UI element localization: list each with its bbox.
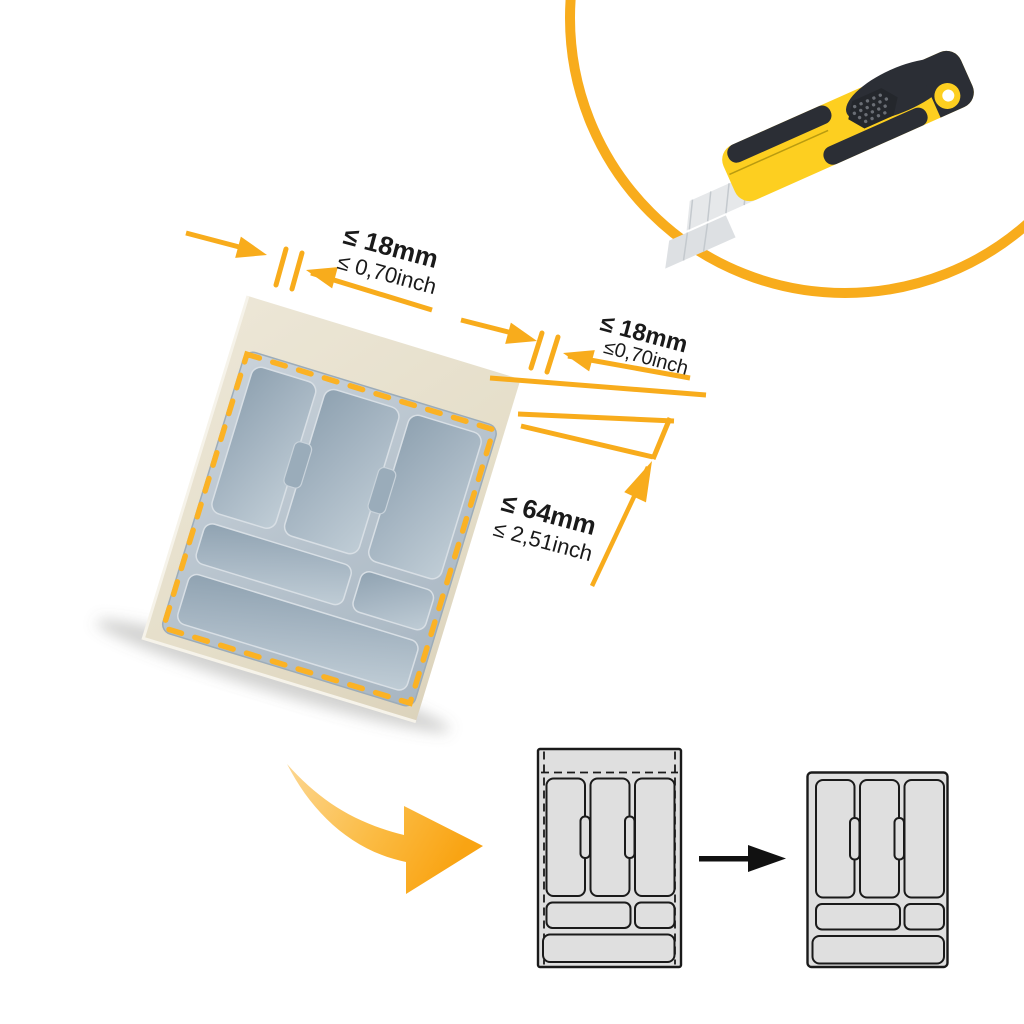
tray-compartments <box>176 366 482 691</box>
cutlery-tray-photo <box>96 295 521 733</box>
right-arrow-icon <box>699 845 786 872</box>
swoosh-arrow-icon <box>287 764 483 894</box>
dimension-depth-trim: ≤ 64mm ≤ 2,51inch <box>491 411 675 587</box>
tray-before-diagram <box>536 747 683 969</box>
dimension-side-trim: ≤ 18mm ≤ 0,70inch <box>185 220 442 313</box>
utility-knife-icon <box>665 50 974 269</box>
dashed-cut-lines <box>159 350 498 707</box>
tray-after-diagram <box>806 771 949 969</box>
yellow-ring-decoration <box>565 0 1024 298</box>
